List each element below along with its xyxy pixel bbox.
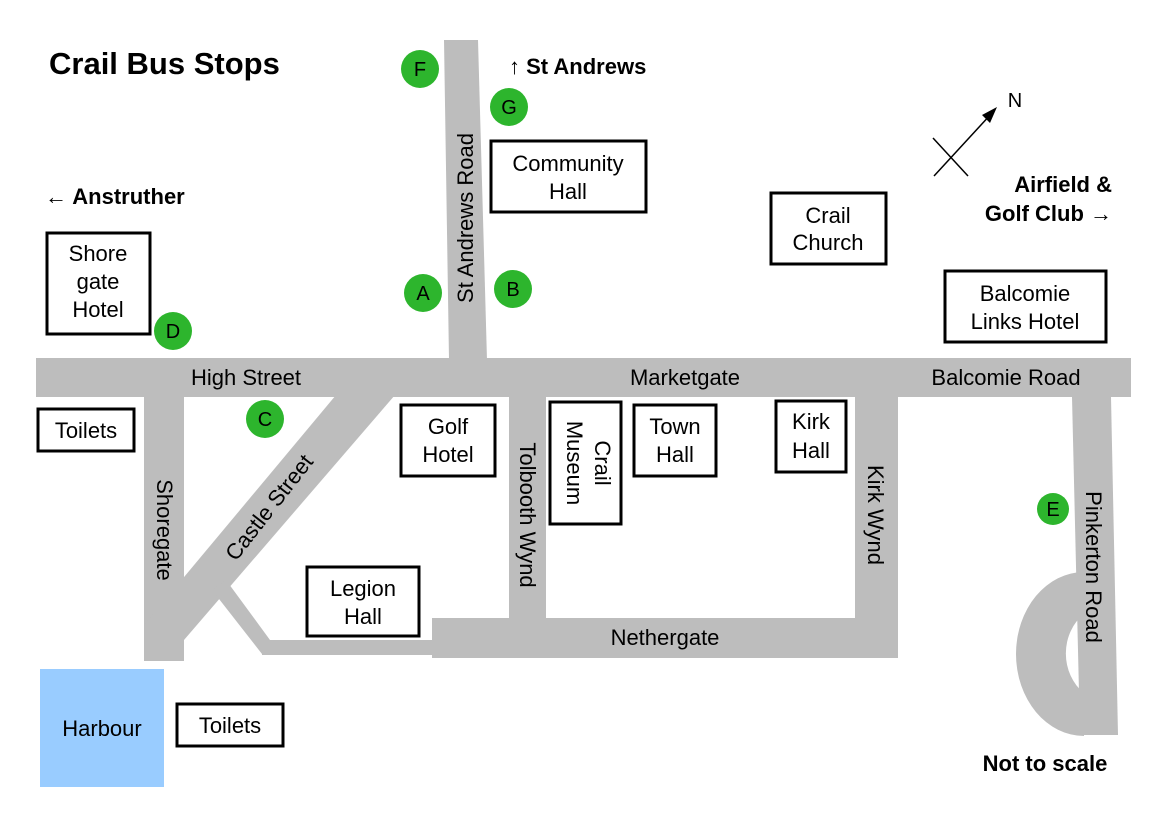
shoregate-hotel-line2: gate — [77, 269, 120, 294]
castle-street-label: Castle Street — [220, 450, 318, 566]
nethergate-road — [432, 618, 898, 658]
kirk-hall-line2: Hall — [792, 438, 830, 463]
toilets-harbour-label: Toilets — [199, 713, 261, 738]
shoregate-hotel-line1: Shore — [69, 241, 128, 266]
balcomie-links-hotel-box: Balcomie Links Hotel — [943, 269, 1108, 344]
legion-hall-line1: Legion — [330, 576, 396, 601]
roads — [36, 40, 1131, 736]
bus-stop-g-label: G — [501, 97, 517, 119]
high-street-road — [36, 358, 1131, 397]
crail-church-line2: Church — [793, 230, 864, 255]
balcomie-links-hotel-line2: Links Hotel — [971, 309, 1080, 334]
kirk-wynd-label: Kirk Wynd — [863, 465, 888, 565]
town-hall-line1: Town — [649, 414, 700, 439]
bus-stop-f: F — [401, 50, 439, 88]
balcomie-road-label: Balcomie Road — [931, 365, 1080, 390]
shoregate-label: Shoregate — [152, 479, 177, 581]
st-andrews-road-label: St Andrews Road — [453, 133, 478, 303]
high-street-label: High Street — [191, 365, 301, 390]
tolbooth-wynd-label: Tolbooth Wynd — [515, 442, 540, 587]
compass-icon: N — [932, 90, 1022, 177]
crail-museum-box: Crail Museum — [548, 400, 623, 526]
golf-hotel-line2: Hotel — [422, 442, 473, 467]
bus-stop-f-label: F — [414, 59, 426, 81]
shoregate-hotel-box: Shore gate Hotel — [45, 231, 152, 336]
toilets-harbour-box: Toilets — [175, 702, 285, 748]
castle-street-road — [144, 395, 395, 640]
legion-hall-line2: Hall — [344, 604, 382, 629]
bus-stop-e: E — [1037, 493, 1069, 525]
crail-museum-line2: Museum — [562, 421, 587, 505]
nethergate-label: Nethergate — [611, 625, 720, 650]
bus-stop-a-label: A — [416, 283, 430, 305]
bus-stop-a: A — [404, 274, 442, 312]
st-andrews-road-road — [444, 40, 487, 360]
town-hall-line2: Hall — [656, 442, 694, 467]
bus-stop-d-label: D — [166, 321, 180, 343]
anstruther-direction: ← Anstruther — [45, 184, 185, 209]
castle-lane-road — [212, 580, 270, 654]
marketgate-label: Marketgate — [630, 365, 740, 390]
not-to-scale-note: Not to scale — [983, 751, 1108, 776]
golf-hotel-line1: Golf — [428, 414, 469, 439]
community-hall-line2: Hall — [549, 179, 587, 204]
legion-hall-box: Legion Hall — [305, 565, 421, 638]
castle-lane-east-road — [262, 640, 442, 655]
harbour-area — [40, 669, 164, 787]
golf-hotel-box: Golf Hotel — [399, 403, 497, 478]
harbour-label: Harbour — [62, 716, 141, 741]
kirk-hall-line1: Kirk — [792, 409, 831, 434]
shoregate-hotel-line3: Hotel — [72, 297, 123, 322]
crail-church-line1: Crail — [805, 203, 850, 228]
map-title: Crail Bus Stops — [49, 46, 280, 81]
bus-stop-b-label: B — [506, 279, 519, 301]
town-hall-box: Town Hall — [632, 403, 718, 478]
bus-stop-g: G — [490, 88, 528, 126]
pinkerton-loop-road — [1016, 572, 1084, 736]
st-andrews-direction: ↑ St Andrews — [509, 54, 646, 79]
community-hall-line1: Community — [512, 151, 623, 176]
crail-church-box: Crail Church — [769, 191, 888, 266]
bus-stop-c-label: C — [258, 409, 272, 431]
bus-stop-c: C — [246, 400, 284, 438]
bus-stop-d: D — [154, 312, 192, 350]
bus-stop-b: B — [494, 270, 532, 308]
pinkerton-road-label: Pinkerton Road — [1081, 491, 1106, 643]
north-label: N — [1008, 90, 1022, 112]
crail-museum-line1: Crail — [590, 440, 615, 485]
airfield-direction-line1: Airfield & — [1014, 172, 1112, 197]
bus-stop-e-label: E — [1046, 499, 1059, 521]
balcomie-links-hotel-line1: Balcomie — [980, 281, 1070, 306]
kirk-hall-box: Kirk Hall — [774, 399, 848, 474]
airfield-direction-line2: Golf Club → — [985, 201, 1112, 226]
pinkerton-road-road — [1072, 397, 1118, 735]
kirk-wynd-road — [855, 395, 898, 627]
tolbooth-wynd-road — [509, 395, 546, 627]
toilets-high-street-box: Toilets — [36, 407, 136, 453]
community-hall-box: Community Hall — [489, 139, 648, 214]
toilets-high-street-label: Toilets — [55, 418, 117, 443]
